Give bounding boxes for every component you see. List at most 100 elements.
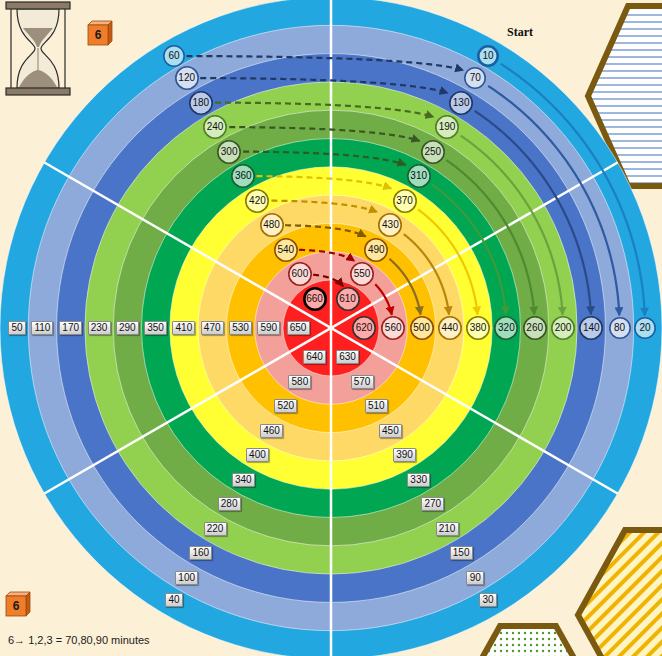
hourglass-post xyxy=(64,9,65,88)
time-circle: 380 xyxy=(466,316,490,340)
node-text: 520 xyxy=(277,401,294,411)
terrain-hex xyxy=(578,530,662,656)
time-circle: 240 xyxy=(203,115,227,139)
time-box: 280 xyxy=(218,497,241,511)
time-box: 570 xyxy=(351,375,374,389)
circle-outline xyxy=(465,68,485,88)
time-box: 450 xyxy=(379,424,402,438)
node-text: 460 xyxy=(263,426,280,436)
node-text: 380 xyxy=(470,323,487,333)
node-text: 230 xyxy=(91,323,108,333)
time-circle: 320 xyxy=(494,316,518,340)
time-circle: 20 xyxy=(634,317,656,339)
rule-note: 6→ 1,2,3 = 70,80,90 minutes xyxy=(8,634,150,646)
time-circle: 250 xyxy=(421,140,445,164)
time-box: 270 xyxy=(421,497,444,511)
time-circle: 480 xyxy=(260,213,284,237)
circle-outline xyxy=(467,317,489,339)
circle-outline xyxy=(410,317,432,339)
circle-outline xyxy=(204,116,226,138)
node-text: 10 xyxy=(482,51,493,61)
move-arrow xyxy=(243,152,406,165)
move-arrow xyxy=(313,275,343,287)
time-box: 340 xyxy=(232,473,255,487)
node-text: 470 xyxy=(204,323,221,333)
time-circle: 430 xyxy=(378,213,402,237)
time-circle: 440 xyxy=(438,316,462,340)
move-arrow xyxy=(256,176,391,188)
node-text: 130 xyxy=(453,98,470,108)
time-box: 160 xyxy=(189,546,212,560)
time-box: 390 xyxy=(393,448,416,462)
move-arrow xyxy=(375,284,392,315)
node-text: 530 xyxy=(232,323,249,333)
node-text: 110 xyxy=(34,323,50,333)
circle-outline xyxy=(246,189,268,211)
time-circle: 490 xyxy=(364,238,388,262)
move-arrow xyxy=(389,259,420,315)
node-text: 340 xyxy=(235,475,252,485)
die-cube: 6 xyxy=(88,21,112,45)
node-text: 490 xyxy=(368,245,385,255)
node-text: 500 xyxy=(413,323,430,333)
move-arrow xyxy=(229,127,419,141)
time-circle: 500 xyxy=(410,316,434,340)
time-box: 520 xyxy=(274,399,297,413)
move-arrow xyxy=(432,185,506,314)
node-text: 160 xyxy=(193,548,210,558)
circle-outline xyxy=(190,91,212,113)
hourglass-glass xyxy=(17,9,59,88)
time-box: 460 xyxy=(260,424,283,438)
move-arrow xyxy=(271,201,377,212)
move-arrow xyxy=(186,56,463,70)
node-text: 630 xyxy=(339,352,356,362)
time-circle: 600 xyxy=(288,262,312,286)
node-text: 100 xyxy=(178,573,195,583)
node-text: 640 xyxy=(306,352,323,362)
node-text: 300 xyxy=(221,147,238,157)
node-text: 90 xyxy=(470,573,481,583)
hourglass-illustration xyxy=(6,2,70,95)
circle-outline xyxy=(382,317,404,339)
node-text: 6 xyxy=(13,600,20,612)
node-text: 350 xyxy=(147,323,164,333)
time-circle: 300 xyxy=(217,140,241,164)
node-text: 650 xyxy=(290,323,307,333)
move-arrow xyxy=(488,86,619,315)
circle-outline xyxy=(552,317,574,339)
node-text: 540 xyxy=(277,245,294,255)
node-text: 6 xyxy=(95,29,102,41)
node-text: 80 xyxy=(614,323,625,333)
node-text: 260 xyxy=(526,323,543,333)
die-cube: 6 xyxy=(6,592,30,616)
node-text: 480 xyxy=(263,220,280,230)
time-circle: 120 xyxy=(175,66,199,90)
time-circle: 70 xyxy=(464,67,486,89)
node-text: 410 xyxy=(176,323,193,333)
circle-outline xyxy=(379,214,401,236)
node-text: 60 xyxy=(168,51,179,61)
node-text: 180 xyxy=(193,98,210,108)
circle-outline xyxy=(304,289,325,310)
time-circle: 10 xyxy=(477,45,499,67)
time-box: 640 xyxy=(303,350,326,364)
time-circle: 540 xyxy=(274,238,298,262)
circle-outline xyxy=(407,165,429,187)
time-box: 220 xyxy=(204,522,227,536)
node-text: 30 xyxy=(482,595,493,605)
circle-outline xyxy=(353,317,375,339)
move-arrow xyxy=(200,78,448,93)
node-text: 310 xyxy=(410,171,427,181)
time-box: 170 xyxy=(59,321,82,335)
move-arrow xyxy=(215,103,434,117)
hourglass-post xyxy=(10,9,11,88)
node-text: 600 xyxy=(292,269,309,279)
node-text: 70 xyxy=(470,73,481,83)
time-box: 100 xyxy=(175,571,198,585)
circle-outline xyxy=(436,116,458,138)
circle-outline xyxy=(495,317,517,339)
circle-outline xyxy=(393,189,415,211)
